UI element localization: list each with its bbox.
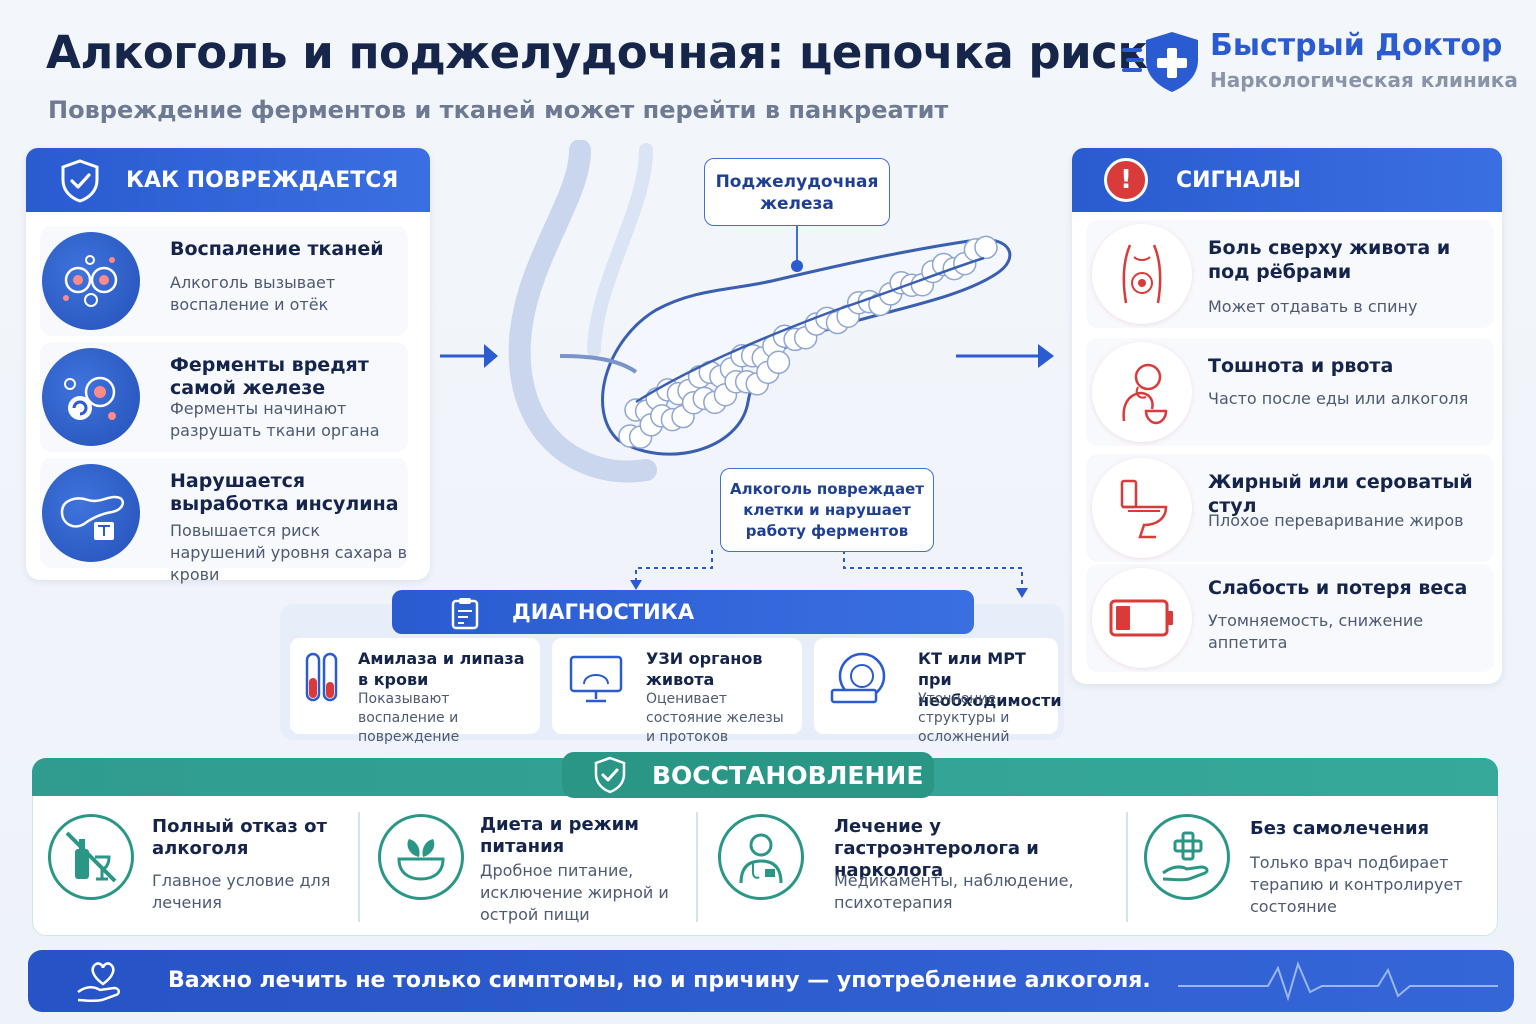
page-title: Алкоголь и поджелудочная: цепочка риска — [46, 26, 1178, 79]
recovery-divider — [358, 812, 360, 922]
shield-check-icon — [594, 756, 626, 794]
damage-item-enzymes: Ферменты вредят самой железе Ферменты на… — [40, 342, 408, 452]
diag-item-text: Оценивает состояние железы и протоков — [646, 691, 784, 745]
signals-heading: СИГНАЛЫ — [1176, 167, 1302, 193]
diag-item-text: Показывают воспаление и повреждение — [358, 691, 460, 745]
recovery-heading-bar: ВОССТАНОВЛЕНИЕ — [562, 752, 934, 798]
damage-item-text: Ферменты начинают разрушать ткани органа — [170, 399, 380, 440]
signal-item-title: Боль сверху живота и под рёбрами — [1208, 237, 1451, 283]
recovery-item-no-alcohol: Полный отказ от алкоголя Главное условие… — [46, 810, 346, 930]
doctor-icon — [718, 814, 804, 900]
inflamed-cells-icon — [42, 232, 140, 330]
pancreas-insulin-icon — [42, 464, 140, 562]
damage-heading-bar: КАК ПОВРЕЖДАЕТСЯ — [26, 148, 430, 212]
exclamation-icon: ! — [1104, 158, 1148, 202]
signal-item-text: Утомняемость, снижение аппетита — [1208, 611, 1424, 652]
damage-panel: КАК ПОВРЕЖДАЕТСЯ Воспаление тканей Алког… — [26, 148, 430, 584]
footer-banner: Важно лечить не только симптомы, но и пр… — [28, 950, 1514, 1012]
recovery-item-text: Дробное питание, исключение жирной и ост… — [480, 861, 669, 924]
pancreas-lobule — [766, 350, 791, 375]
recovery-item-text: Медикаменты, наблюдение, психотерапия — [834, 871, 1074, 912]
clipboard-icon — [451, 598, 479, 630]
pancreas-illustration — [440, 140, 1054, 598]
signals-heading-bar: ! СИГНАЛЫ — [1072, 148, 1502, 212]
recovery-item-diet: Диета и режим питания Дробное питание, и… — [376, 810, 686, 930]
diet-bowl-icon — [378, 814, 464, 900]
heart-hand-icon — [77, 962, 120, 1003]
signal-item-text: Может отдавать в спину — [1208, 297, 1418, 316]
brand-name: Быстрый Доктор — [1210, 28, 1503, 63]
recovery-item-title: Полный отказ от алкоголя — [152, 816, 327, 859]
recovery-item-text: Только врач подбирает терапию и контроли… — [1250, 853, 1463, 916]
recovery-item-title: Без самолечения — [1250, 818, 1430, 839]
brand-tagline: Наркологическая клиника — [1210, 68, 1518, 92]
damage-item-text: Алкоголь вызывает воспаление и отёк — [170, 273, 336, 314]
signal-item-title: Тошнота и рвота — [1208, 355, 1394, 377]
enzyme-icon — [42, 348, 140, 446]
shield-cross-icon — [1122, 32, 1198, 92]
brand-logo: Быстрый Доктор Наркологическая клиника — [1120, 28, 1520, 98]
signal-item-text: Часто после еды или алкоголя — [1208, 389, 1469, 408]
test-tubes-icon — [305, 652, 338, 702]
recovery-item-treatment: Лечение у гастроэнтеролога и нарколога М… — [716, 810, 1116, 930]
damage-item-text: Повышается риск нарушений уровня сахара … — [170, 521, 408, 584]
abdominal-pain-icon — [1092, 224, 1192, 324]
heartbeat-line — [1178, 961, 1498, 1002]
diag-item-ultrasound: УЗИ органов живота Оценивает состояние ж… — [552, 638, 802, 745]
diagnostics-heading: ДИАГНОСТИКА — [512, 600, 695, 624]
shield-check-icon — [61, 159, 99, 203]
diag-item-ct: КТ или МРТ при необходимости Уточнение с… — [814, 638, 1062, 745]
recovery-divider — [1126, 812, 1128, 922]
damage-item-title: Воспаление тканей — [170, 238, 384, 260]
signal-item-text: Плохое переваривание жиров — [1208, 511, 1464, 530]
toilet-icon — [1092, 458, 1192, 558]
recovery-item-title: Лечение у гастроэнтеролога и нарколога — [834, 816, 1039, 881]
pancreas-lobule — [974, 235, 998, 260]
recovery-item-title: Диета и режим питания — [480, 814, 639, 857]
nausea-icon — [1092, 342, 1192, 442]
signal-item-nausea: Тошнота и рвота Часто после еды или алко… — [1086, 338, 1494, 446]
damage-callout: Алкоголь повреждает клетки и нарушает ра… — [720, 468, 934, 552]
signal-item-title: Слабость и потеря веса — [1208, 577, 1468, 599]
diag-item-title: Амилаза и липаза в крови — [358, 649, 525, 689]
recovery-item-text: Главное условие для лечения — [152, 871, 331, 912]
damage-item-title: Нарушается выработка инсулина — [170, 470, 399, 515]
diag-item-title: КТ или МРТ при необходимости — [918, 649, 1062, 710]
diag-item-blood: Амилаза и липаза в крови Показывают восп… — [290, 638, 540, 745]
diag-item-text: Уточнение структуры и осложнений — [918, 691, 1010, 745]
diagnostics-heading-bar: ДИАГНОСТИКА — [392, 590, 974, 634]
signal-item-title: Жирный или сероватый стул — [1208, 471, 1473, 517]
recovery-divider — [696, 812, 698, 922]
signal-item-pain: Боль сверху живота и под рёбрами Может о… — [1086, 220, 1494, 328]
ct-scanner-icon — [830, 652, 886, 704]
recovery-item-no-self-treatment: Без самолечения Только врач подбирает те… — [1142, 810, 1492, 930]
ultrasound-monitor-icon — [569, 655, 623, 703]
signals-panel: ! СИГНАЛЫ Боль сверху живота и под рёбра… — [1072, 148, 1502, 684]
recovery-heading: ВОССТАНОВЛЕНИЕ — [652, 760, 924, 790]
footer-message: Важно лечить не только симптомы, но и пр… — [168, 968, 1151, 993]
organ-label: Поджелудочная железа — [704, 158, 890, 226]
damage-heading: КАК ПОВРЕЖДАЕТСЯ — [126, 167, 399, 193]
damage-item-inflammation: Воспаление тканей Алкоголь вызывает восп… — [40, 226, 408, 336]
damage-item-insulin: Нарушается выработка инсулина Повышается… — [40, 458, 408, 584]
signal-item-stool: Жирный или сероватый стул Плохое перевар… — [1086, 454, 1494, 562]
low-battery-icon — [1092, 568, 1192, 668]
page-subtitle: Повреждение ферментов и тканей может пер… — [48, 96, 949, 124]
diag-item-title: УЗИ органов живота — [646, 649, 763, 689]
no-alcohol-icon — [48, 814, 134, 900]
signal-item-weakness: Слабость и потеря веса Утомняемость, сни… — [1086, 564, 1494, 672]
damage-item-title: Ферменты вредят самой железе — [170, 354, 369, 399]
hand-cross-icon — [1144, 814, 1230, 900]
